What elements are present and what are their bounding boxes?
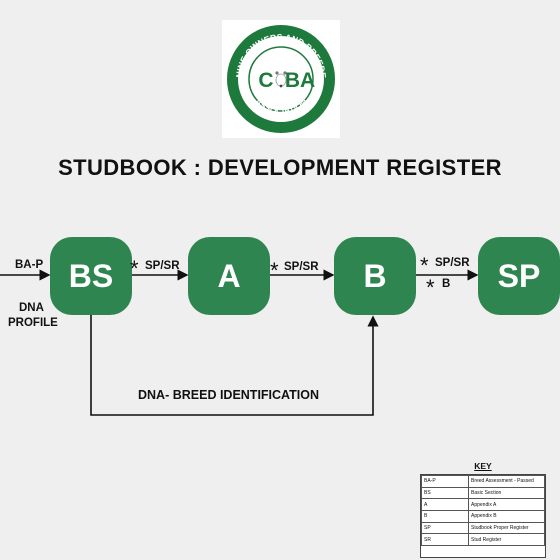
label-dna-line1: DNA xyxy=(19,302,44,314)
node-appendix-b: B xyxy=(334,237,416,315)
key-abbr: SR xyxy=(421,533,469,547)
node-appendix-a: A xyxy=(188,237,270,315)
key-abbr: A xyxy=(421,498,469,512)
key-meaning: Breed Assessment - Passed xyxy=(468,475,545,488)
logo-center-left: C xyxy=(258,69,273,92)
label-a-to-b: SP/SR xyxy=(284,261,319,273)
label-loop: DNA- BREED IDENTIFICATION xyxy=(138,388,320,402)
star-b-sp: * xyxy=(420,253,429,278)
arrow-bs-loop-to-b xyxy=(90,315,379,416)
key-abbr: BS xyxy=(421,486,469,500)
logo-center-right: BA xyxy=(285,69,315,92)
label-b-to-sp-extra: B xyxy=(442,278,451,290)
label-bs-to-a: SP/SR xyxy=(145,260,180,272)
dog-paw-icon xyxy=(275,71,287,88)
key-meaning: Stud Register xyxy=(468,533,545,547)
key-meaning: Appendix B xyxy=(468,510,545,523)
key-title: KEY xyxy=(474,461,492,471)
key-abbr: BA-P xyxy=(421,475,469,488)
label-b-to-sp: SP/SR xyxy=(435,257,470,269)
coba-logo: CANINE OWNERS AND BREEDERS ASSOCIATION C… xyxy=(222,20,340,138)
node-studbook-proper: SP xyxy=(478,237,560,315)
key-abbr: SP xyxy=(421,521,469,535)
key-abbr: B xyxy=(421,510,469,523)
page-title: STUDBOOK : DEVELOPMENT REGISTER xyxy=(58,155,502,180)
node-basic-section: BS xyxy=(50,237,132,315)
label-dna-line2: PROFILE xyxy=(8,317,58,329)
key-meaning: Studbook Proper Register xyxy=(468,521,545,535)
star-b-sp-extra: * xyxy=(426,275,435,300)
star-a-b: * xyxy=(270,258,279,283)
label-entry: BA-P xyxy=(15,259,44,271)
star-bs-a: * xyxy=(130,256,139,281)
key-meaning: Appendix A xyxy=(468,498,545,512)
key-meaning: Basic Section xyxy=(468,486,545,500)
